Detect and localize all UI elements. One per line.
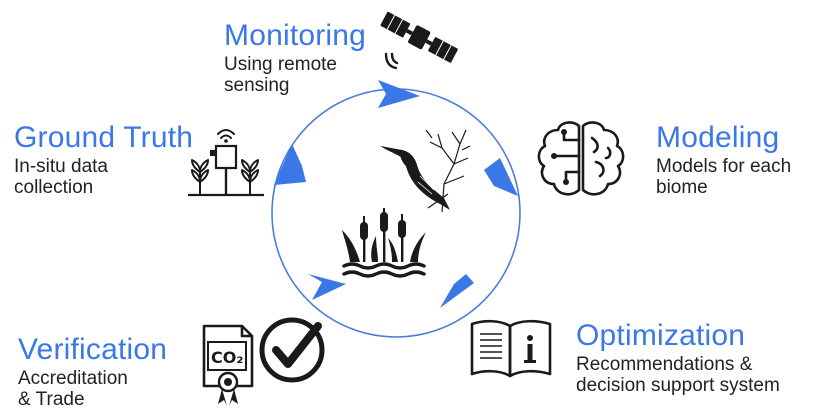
modeling-desc-line2: biome <box>656 177 708 198</box>
co2-certificate-icon: CO₂ <box>202 317 325 406</box>
cycle-arrows <box>274 80 518 308</box>
svg-text:CO₂: CO₂ <box>211 348 243 367</box>
field-sensor-icon <box>188 129 264 197</box>
arrow-to-monitoring <box>378 80 420 108</box>
arrow-to-verification <box>308 274 346 300</box>
cattail-wetland-icon <box>342 208 426 278</box>
stage-optimization: Optimization Recommendations & decision … <box>576 319 780 397</box>
stage-verification: Verification Accreditation & Trade <box>18 333 168 411</box>
arrow-to-ground-truth <box>274 144 306 185</box>
verification-title: Verification <box>18 333 168 366</box>
satellite-icon <box>380 11 458 70</box>
arrow-to-modeling <box>484 158 518 196</box>
ground-truth-desc-line1: In-situ data <box>14 156 108 177</box>
stage-monitoring: Monitoring Using remote sensing <box>224 19 367 97</box>
stage-ground-truth: Ground Truth In-situ data collection <box>14 121 194 199</box>
monitoring-title: Monitoring <box>224 19 367 52</box>
modeling-title: Modeling <box>656 121 780 154</box>
verification-desc-line1: Accreditation <box>18 368 128 389</box>
arrow-to-optimization <box>440 274 474 308</box>
bird-on-branch-icon <box>380 129 471 213</box>
ground-truth-title: Ground Truth <box>14 121 194 154</box>
verification-desc-line2: & Trade <box>18 389 85 410</box>
optimization-desc-line1: Recommendations & <box>576 354 753 375</box>
brain-circuit-icon <box>537 121 625 196</box>
optimization-desc-line2: decision support system <box>576 375 780 396</box>
modeling-desc-line1: Models for each <box>656 156 792 177</box>
ground-truth-desc-line2: collection <box>14 177 94 198</box>
monitoring-desc-line1: Using remote <box>224 54 337 75</box>
book-info-icon <box>470 319 552 378</box>
optimization-title: Optimization <box>576 319 746 352</box>
monitoring-desc-line2: sensing <box>224 75 290 96</box>
stage-modeling: Modeling Models for each biome <box>656 121 792 199</box>
